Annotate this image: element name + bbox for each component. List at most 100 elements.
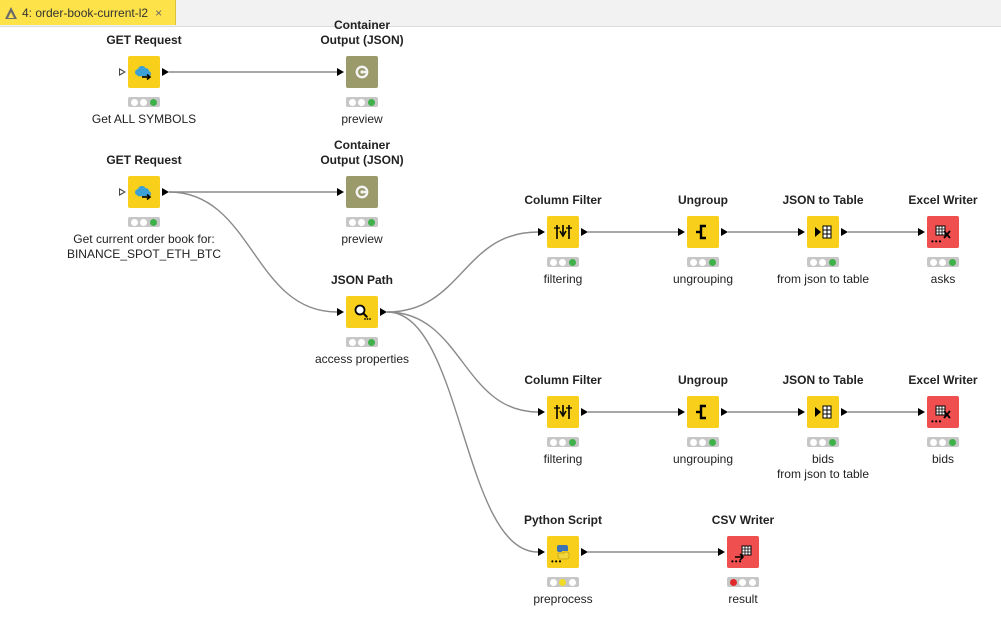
status-dot-green: [367, 338, 375, 346]
container-output-icon: [353, 63, 371, 81]
status-dot-green: [149, 218, 157, 226]
node-py[interactable]: •••: [547, 536, 579, 568]
node-label-line: asks: [930, 272, 956, 286]
node-title-line: Column Filter: [524, 193, 602, 207]
status-dot-empty: [939, 258, 947, 266]
status-dot-empty: [349, 338, 357, 346]
node-status: [807, 257, 839, 267]
status-dot-yellow: [559, 578, 567, 586]
input-port[interactable]: [918, 408, 925, 416]
node-label[interactable]: filtering: [463, 452, 663, 467]
node-status: [346, 97, 378, 107]
close-icon[interactable]: ×: [155, 5, 163, 20]
node-title: Excel Writer: [873, 373, 1001, 388]
node-label[interactable]: preprocess: [463, 592, 663, 607]
node-label[interactable]: bids: [843, 452, 1001, 467]
node-cf2[interactable]: [547, 396, 579, 428]
input-port[interactable]: [718, 548, 725, 556]
node-label-line: Get current order book for:: [73, 232, 215, 246]
status-dot-empty: [131, 218, 139, 226]
node-label[interactable]: filtering: [463, 272, 663, 287]
node-label[interactable]: Get current order book for:BINANCE_SPOT_…: [44, 232, 244, 262]
output-port[interactable]: [721, 228, 728, 236]
input-port[interactable]: [337, 188, 344, 196]
json-to-table-icon: [813, 403, 833, 421]
status-dot-empty: [550, 258, 558, 266]
output-port[interactable]: [380, 308, 387, 316]
node-ug2[interactable]: [687, 396, 719, 428]
node-label[interactable]: preview: [262, 112, 462, 127]
input-port[interactable]: [119, 188, 126, 196]
node-cf1[interactable]: [547, 216, 579, 248]
input-port[interactable]: [918, 228, 925, 236]
node-status: [346, 217, 378, 227]
input-port[interactable]: [678, 408, 685, 416]
ungroup-icon: [694, 223, 712, 241]
node-label[interactable]: preview: [262, 232, 462, 247]
status-dot-green: [828, 438, 836, 446]
node-status: [687, 437, 719, 447]
node-status: [128, 217, 160, 227]
node-xw2[interactable]: •••: [927, 396, 959, 428]
node-label-line: ungrouping: [672, 272, 734, 286]
status-dot-green: [948, 258, 956, 266]
input-port[interactable]: [337, 308, 344, 316]
node-label[interactable]: ungrouping: [603, 452, 803, 467]
node-label-line: access properties: [314, 352, 410, 366]
status-dot-empty: [358, 98, 366, 106]
node-out2[interactable]: [346, 176, 378, 208]
input-port[interactable]: [119, 68, 126, 76]
status-dot-empty: [690, 438, 698, 446]
node-status: [927, 257, 959, 267]
input-port[interactable]: [798, 228, 805, 236]
node-title: Excel Writer: [873, 193, 1001, 208]
node-label-line: result: [728, 592, 758, 606]
status-dot-empty: [810, 438, 818, 446]
node-label[interactable]: ungrouping: [603, 272, 803, 287]
node-xw1[interactable]: •••: [927, 216, 959, 248]
node-label[interactable]: Get ALL SYMBOLS: [44, 112, 244, 127]
output-port[interactable]: [581, 408, 588, 416]
node-title: Column Filter: [493, 373, 633, 388]
output-port[interactable]: [581, 548, 588, 556]
node-label[interactable]: access properties: [262, 352, 462, 367]
output-port[interactable]: [162, 68, 169, 76]
node-title: GET Request: [74, 33, 214, 48]
input-port[interactable]: [798, 408, 805, 416]
node-jsonpath[interactable]: [346, 296, 378, 328]
status-dot-empty: [358, 218, 366, 226]
ungroup-icon: [694, 403, 712, 421]
workflow-tab[interactable]: 4: order-book-current-l2 ×: [0, 0, 176, 25]
status-dot-green: [367, 98, 375, 106]
node-ug1[interactable]: [687, 216, 719, 248]
input-port[interactable]: [678, 228, 685, 236]
node-out1[interactable]: [346, 56, 378, 88]
node-csv[interactable]: •••: [727, 536, 759, 568]
input-port[interactable]: [538, 228, 545, 236]
node-label-line: preprocess: [533, 592, 593, 606]
node-get2[interactable]: [128, 176, 160, 208]
output-port[interactable]: [841, 408, 848, 416]
input-port[interactable]: [538, 408, 545, 416]
input-port[interactable]: [538, 548, 545, 556]
node-get1[interactable]: [128, 56, 160, 88]
node-label[interactable]: asks: [843, 272, 1001, 287]
node-title-line: Output (JSON): [320, 33, 404, 47]
status-dot-empty: [131, 98, 139, 106]
output-port[interactable]: [721, 408, 728, 416]
status-dot-empty: [690, 258, 698, 266]
output-port[interactable]: [162, 188, 169, 196]
node-label[interactable]: from json to table: [723, 272, 923, 287]
output-port[interactable]: [581, 228, 588, 236]
node-label[interactable]: result: [643, 592, 843, 607]
node-jt2[interactable]: [807, 396, 839, 428]
output-port[interactable]: [841, 228, 848, 236]
status-dot-empty: [930, 258, 938, 266]
node-title-line: JSON to Table: [782, 373, 864, 387]
status-dot-empty: [819, 258, 827, 266]
node-jt1[interactable]: [807, 216, 839, 248]
input-port[interactable]: [337, 68, 344, 76]
node-label-line: preview: [341, 232, 383, 246]
status-dot-empty: [559, 258, 567, 266]
